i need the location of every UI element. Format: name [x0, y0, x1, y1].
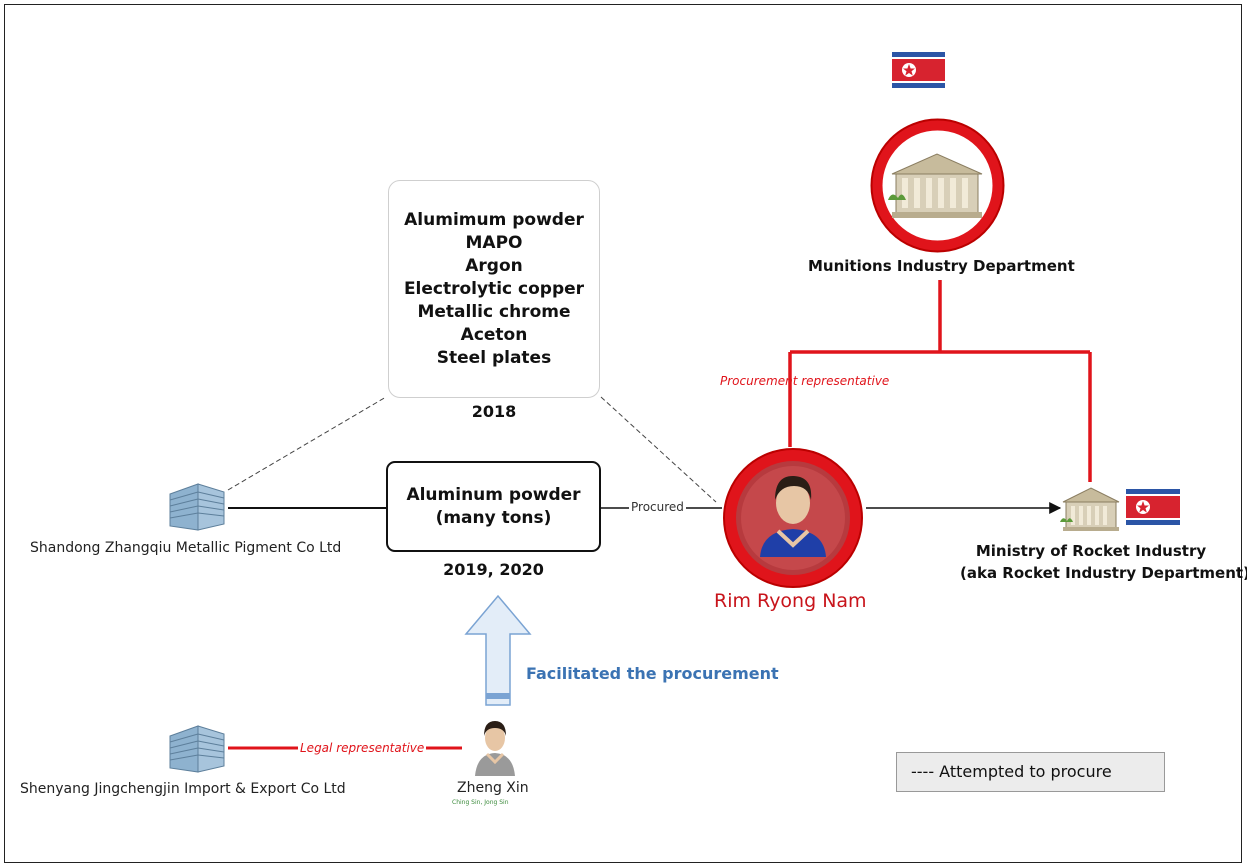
facilitated-arrow-stripe [486, 693, 510, 699]
item-line: Metallic chrome [417, 301, 571, 322]
facilitated-arrow [464, 594, 532, 706]
item-line: MAPO [465, 232, 523, 253]
person-icon [760, 475, 826, 557]
year-2018-label: 2018 [471, 402, 517, 421]
procurement-rep-label: Procurement representative [720, 374, 890, 388]
ministry-label-line2: (aka Rocket Industry Department) [960, 564, 1247, 582]
item-line: Aceton [460, 324, 528, 345]
item-line: Argon [465, 255, 523, 276]
office-building-icon [169, 725, 225, 773]
legal-rep-label: Legal representative [298, 741, 427, 755]
north-korea-flag-icon [892, 52, 945, 88]
ministry-label-line1: Ministry of Rocket Industry [975, 542, 1207, 560]
aluminum-line2: (many tons) [435, 507, 552, 528]
north-korea-flag-icon [1126, 489, 1180, 525]
government-building-icon [888, 153, 983, 218]
rim-ryong-nam-label: Rim Ryong Nam [714, 590, 867, 612]
zheng-xin-aliases: Ching Sin, Jong Sin [452, 799, 509, 806]
zheng-xin-label: Zheng Xin [457, 780, 529, 796]
person-icon [475, 721, 515, 776]
rim-ryong-nam-node-icon [723, 448, 863, 588]
shandong-label: Shandong Zhangqiu Metallic Pigment Co Lt… [30, 540, 342, 556]
item-line: Steel plates [436, 347, 552, 368]
items-list-box: Alumimum powder MAPO Argon Electrolytic … [388, 180, 600, 398]
munitions-node-icon [870, 118, 1005, 253]
dashed-line-2018-to-rim [600, 396, 717, 503]
diagram-frame [4, 4, 1242, 863]
year-2019-2020-label: 2019, 2020 [443, 560, 544, 579]
aluminum-powder-box: Aluminum powder (many tons) [386, 461, 601, 552]
shenyang-label: Shenyang Jingchengjin Import & Export Co… [20, 781, 346, 797]
dashed-line-shandong-to-2018 [227, 396, 387, 491]
aluminum-line1: Aluminum powder [406, 484, 581, 505]
office-building-icon [169, 483, 225, 531]
munitions-label: Munitions Industry Department [808, 257, 1075, 275]
item-line: Alumimum powder [404, 209, 584, 230]
procured-label: Procured [629, 500, 686, 514]
ministry-building-icon [1060, 487, 1120, 531]
item-line: Electrolytic copper [403, 278, 585, 299]
facilitated-label: Facilitated the procurement [526, 664, 779, 683]
legend-box: ---- Attempted to procure [896, 752, 1165, 792]
ministry-label: Ministry of Rocket Industry (aka Rocket … [960, 540, 1247, 584]
